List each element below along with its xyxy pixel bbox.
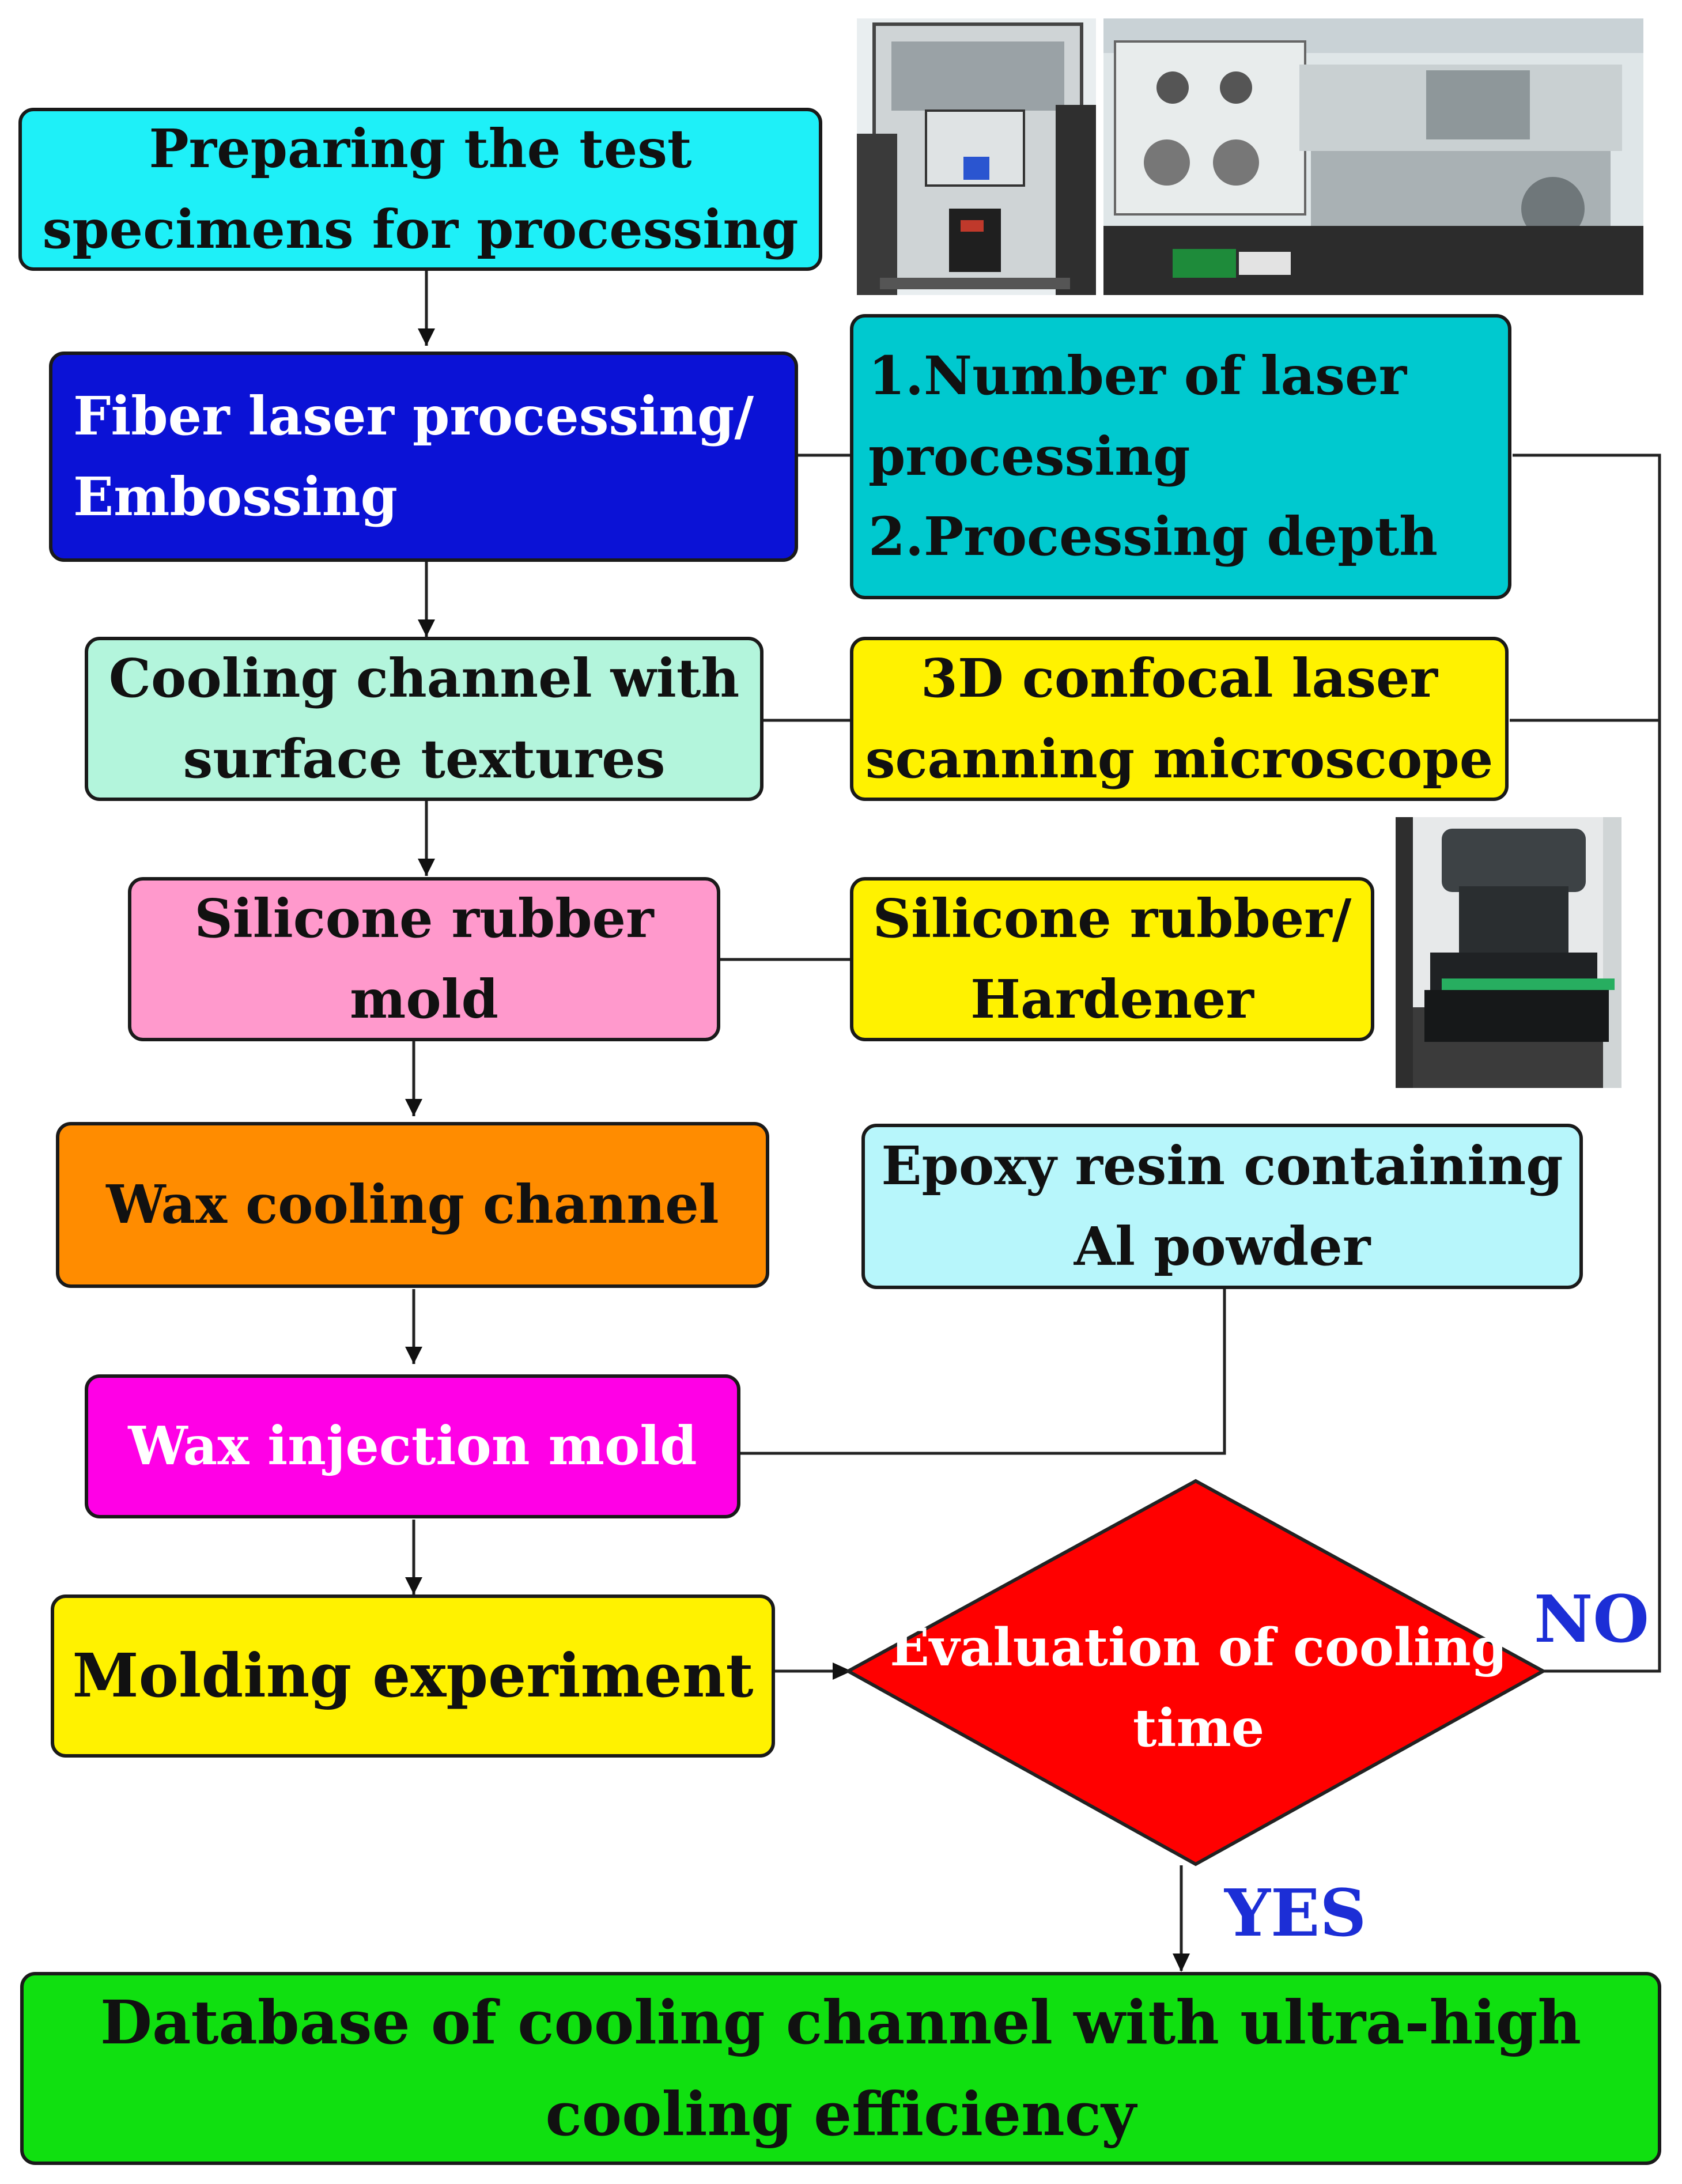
epoxy-resin-box: Epoxy resin containing Al powder [861,1124,1583,1289]
database-line-2: cooling efficiency [545,2078,1136,2149]
confocal-microscope-box: 3D confocal laser scanning microscope [850,637,1509,801]
laser-engraving-machine-photo [857,18,1096,295]
params-line-2: processing [868,425,1190,488]
wax-channel-line: Wax cooling channel [106,1173,719,1236]
cooling-textures-box: Cooling channel with surface textures [85,637,763,801]
yes-label: YES [1224,1876,1367,1951]
wax-injection-mold-box: Wax injection mold [85,1374,740,1518]
hardener-line-2: Hardener [970,968,1254,1030]
params-line-1: 1.Number of laser [868,344,1407,407]
no-label: NO [1534,1582,1649,1657]
evaluation-label: Evaluation of cooling time [853,1608,1544,1769]
silicone-mold-line-2: mold [350,968,498,1030]
prepare-line-1: Preparing the test [149,117,692,180]
epoxy-line-1: Epoxy resin containing [881,1134,1563,1197]
hardener-line-1: Silicone rubber/ [872,887,1352,950]
database-line-1: Database of cooling channel with ultra-h… [100,1987,1582,2058]
fiber-laser-box: Fiber laser processing/ Embossing [49,352,798,562]
cooling-textures-line-2: surface textures [183,727,666,790]
evaluation-diamond [844,1479,1547,1866]
lathe-machine-photo [1103,18,1643,295]
silicone-mold-box: Silicone rubber mold [128,877,720,1041]
evaluation-line-1: Evaluation of cooling [890,1617,1507,1678]
prepare-line-2: specimens for processing [42,198,799,260]
microscope-line-1: 3D confocal laser [921,647,1438,709]
wax-cooling-channel-box: Wax cooling channel [56,1122,769,1288]
epoxy-line-2: Al powder [1074,1215,1371,1278]
molding-experiment-box: Molding experiment [51,1594,775,1758]
silicone-mold-line-1: Silicone rubber [194,887,654,950]
database-box: Database of cooling channel with ultra-h… [20,1972,1661,2165]
wax-injection-line: Wax injection mold [128,1415,697,1478]
laser-line-1: Fiber laser processing/ [73,384,754,447]
prepare-specimens-box: Preparing the test specimens for process… [18,108,822,271]
params-line-3: 2.Processing depth [868,505,1438,568]
microscope-line-2: scanning microscope [865,727,1494,790]
evaluation-line-2: time [1132,1697,1265,1759]
laser-line-2: Embossing [73,465,398,528]
confocal-microscope-photo [1396,817,1621,1088]
laser-parameters-box: 1.Number of laser processing 2.Processin… [850,314,1511,599]
cooling-textures-line-1: Cooling channel with [108,647,740,709]
silicone-hardener-box: Silicone rubber/ Hardener [850,877,1374,1041]
molding-line: Molding experiment [72,1640,754,1711]
